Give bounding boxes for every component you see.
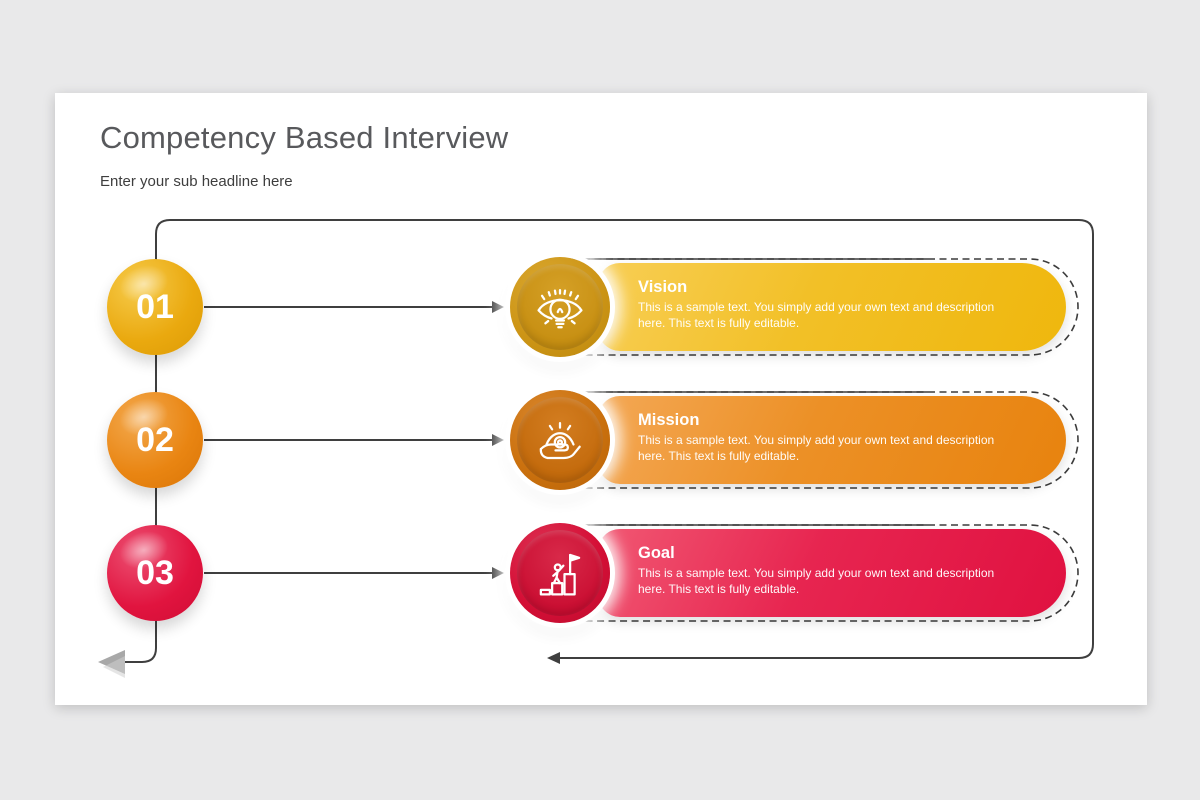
- vision-pill: Vision This is a sample text. You simply…: [598, 263, 1066, 351]
- flow-frame-line: [170, 219, 1094, 659]
- mission-icon-circle: [510, 390, 610, 490]
- goal-icon-circle: [510, 523, 610, 623]
- frame-arrowhead-left-icon: [547, 652, 560, 664]
- step-bubble-01: 01: [107, 259, 203, 355]
- spine-arrowhead-shadow: [103, 656, 125, 678]
- mission-pill: Mission This is a sample text. You simpl…: [598, 396, 1066, 484]
- idea-eye-icon: [537, 289, 583, 329]
- row2-arrowhead-icon: [492, 434, 504, 446]
- vision-description: This is a sample text. You simply add yo…: [638, 300, 995, 330]
- mission-description: This is a sample text. You simply add yo…: [638, 433, 995, 463]
- row1-arrowhead-icon: [492, 301, 504, 313]
- goal-pill: Goal This is a sample text. You simply a…: [598, 529, 1066, 617]
- slide-subtitle: Enter your sub headline here: [100, 173, 293, 190]
- step-number: 03: [136, 553, 174, 592]
- row3-arrowhead-icon: [492, 567, 504, 579]
- mission-title: Mission: [638, 411, 700, 429]
- vision-title: Vision: [638, 278, 688, 296]
- achievement-flag-steps-icon: [539, 553, 581, 596]
- spine-line: [124, 219, 171, 663]
- step-number: 02: [136, 420, 174, 459]
- slide: Competency Based Interview Enter your su…: [55, 93, 1147, 705]
- connector-lines: [98, 219, 1094, 678]
- goal-description: This is a sample text. You simply add yo…: [638, 566, 995, 596]
- step-bubble-03: 03: [107, 525, 203, 621]
- goal-title: Goal: [638, 544, 675, 562]
- hand-offering-idea-icon: [539, 422, 581, 460]
- step-number: 01: [136, 287, 174, 326]
- slide-title: Competency Based Interview: [100, 120, 509, 155]
- step-bubble-02: 02: [107, 392, 203, 488]
- vision-icon-circle: [510, 257, 610, 357]
